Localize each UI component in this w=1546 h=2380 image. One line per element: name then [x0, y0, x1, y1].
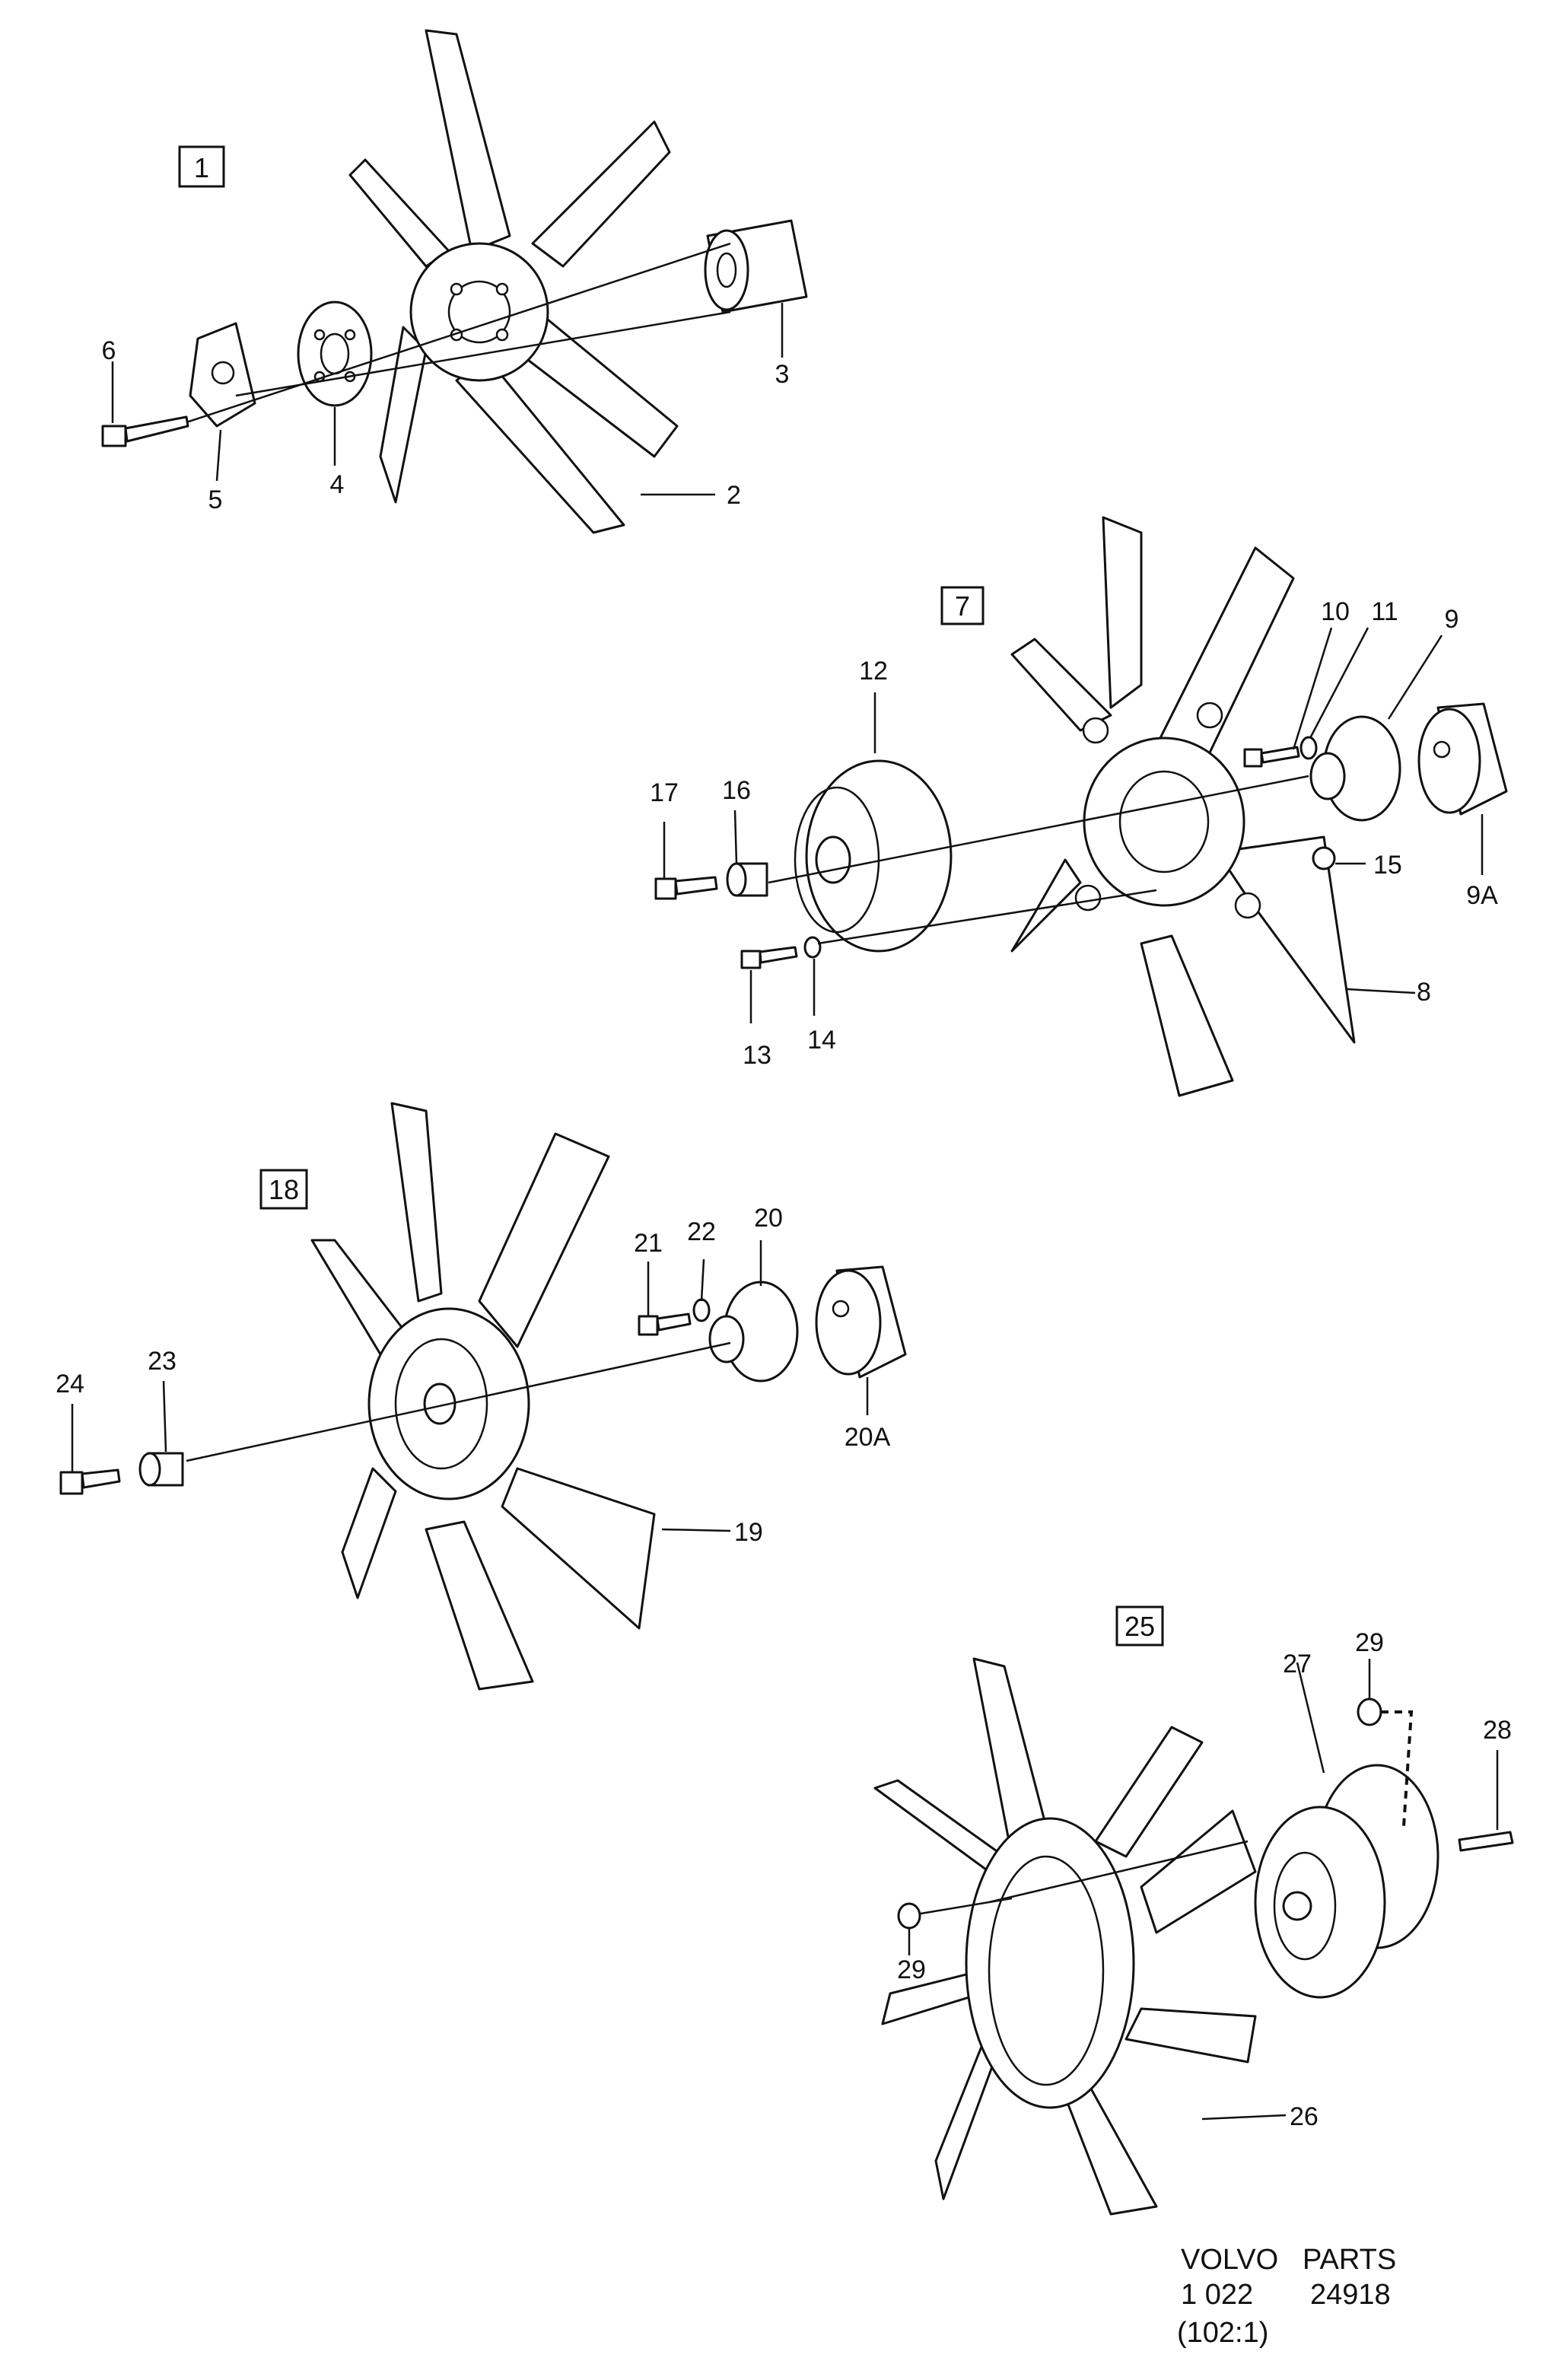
- group-1-box: [178, 145, 225, 188]
- part-label-22: 22: [687, 1217, 716, 1246]
- axis-line: [920, 1897, 1013, 1915]
- spacer-16: [726, 862, 768, 897]
- part-label-14: 14: [807, 1026, 836, 1055]
- axis-line: [768, 775, 1309, 884]
- axis-line: [817, 889, 1157, 945]
- part-label-13: 13: [743, 1041, 771, 1070]
- part-label-9: 9: [1445, 605, 1459, 634]
- group-1-number: 1: [194, 152, 209, 183]
- stud-28: [1458, 1831, 1514, 1852]
- part-label-19: 19: [734, 1518, 763, 1547]
- part-label-27: 27: [1283, 1650, 1312, 1678]
- group-7-box: [940, 586, 985, 625]
- axis-line: [186, 242, 731, 424]
- part-label-5: 5: [208, 485, 223, 514]
- axis-line: [235, 310, 731, 397]
- spacer-3: [704, 219, 808, 313]
- axis-line: [186, 1341, 731, 1462]
- bolt-13: [740, 946, 798, 969]
- bolt-21: [638, 1312, 692, 1336]
- group-18-number: 18: [269, 1174, 299, 1205]
- part-label-12: 12: [859, 657, 888, 686]
- part-label-24: 24: [56, 1370, 84, 1398]
- footer-block: VOLVO PARTS 1 022 24918 (102:1): [1177, 2244, 1396, 2349]
- bolt-10: [1243, 746, 1300, 768]
- part-label-10: 10: [1321, 597, 1350, 626]
- bolt-17: [654, 876, 718, 900]
- washer-14: [803, 936, 822, 959]
- part-label-23: 23: [148, 1347, 177, 1376]
- part-label-6: 6: [102, 336, 116, 365]
- nut-15: [1312, 846, 1336, 870]
- fan-blade-8: [1010, 516, 1356, 1097]
- footer-code-2: 24918: [1310, 2279, 1391, 2311]
- fan-blade-19: [310, 1102, 656, 1691]
- washer-22: [692, 1298, 711, 1322]
- nut-29-lower: [897, 1902, 921, 1930]
- viscous-coupling-27: [1254, 1764, 1439, 1999]
- group-7-number: 7: [955, 590, 970, 622]
- group-7: 7: [650, 516, 1508, 1097]
- part-label-21: 21: [634, 1229, 663, 1258]
- fan-blade-2: [348, 29, 679, 534]
- part-label-15: 15: [1373, 851, 1402, 880]
- part-label-29: 29: [897, 1955, 926, 1984]
- hub-4: [297, 301, 373, 407]
- footer-section: PARTS: [1303, 2244, 1396, 2276]
- part-label-26: 26: [1290, 2102, 1319, 2131]
- dashed-line: [1381, 1710, 1414, 1827]
- part-label-9A: 9A: [1466, 881, 1498, 910]
- part-label-20A: 20A: [845, 1423, 891, 1452]
- part-label-28: 28: [1483, 1716, 1512, 1745]
- part-label-2: 2: [727, 481, 741, 510]
- part-label-20: 20: [754, 1204, 783, 1233]
- group-18: 18: [56, 1102, 907, 1691]
- part-label-8: 8: [1417, 978, 1431, 1007]
- pulley-20A: [815, 1265, 907, 1379]
- bolt-24: [59, 1468, 121, 1495]
- part-label-17: 17: [650, 778, 679, 807]
- part-label-11: 11: [1371, 597, 1398, 626]
- spacer-23: [138, 1452, 184, 1487]
- part-label-29: 29: [1355, 1628, 1384, 1657]
- hub-9: [1309, 715, 1401, 822]
- footer-scale: (102:1): [1177, 2317, 1268, 2349]
- group-25-box: [1115, 1605, 1164, 1647]
- nut-29-upper: [1357, 1698, 1382, 1726]
- group-25: 25: [873, 1605, 1514, 2216]
- footer-code-1: 1 022: [1181, 2279, 1253, 2311]
- part-label-16: 16: [722, 776, 751, 805]
- washer-11: [1299, 736, 1318, 760]
- hub-20: [708, 1281, 799, 1382]
- axis-line: [988, 1840, 1249, 1904]
- viscous-coupling-12: [794, 759, 953, 953]
- group-25-number: 25: [1125, 1611, 1155, 1642]
- part-label-4: 4: [330, 470, 345, 499]
- pulley-9A: [1417, 702, 1508, 816]
- group-1: 1: [101, 29, 808, 534]
- group-18-box: [259, 1169, 308, 1210]
- part-label-3: 3: [775, 360, 790, 389]
- flange-5: [189, 322, 256, 428]
- footer-brand: VOLVO: [1181, 2244, 1278, 2276]
- bolt-6: [101, 415, 189, 447]
- fan-26: [873, 1657, 1257, 2216]
